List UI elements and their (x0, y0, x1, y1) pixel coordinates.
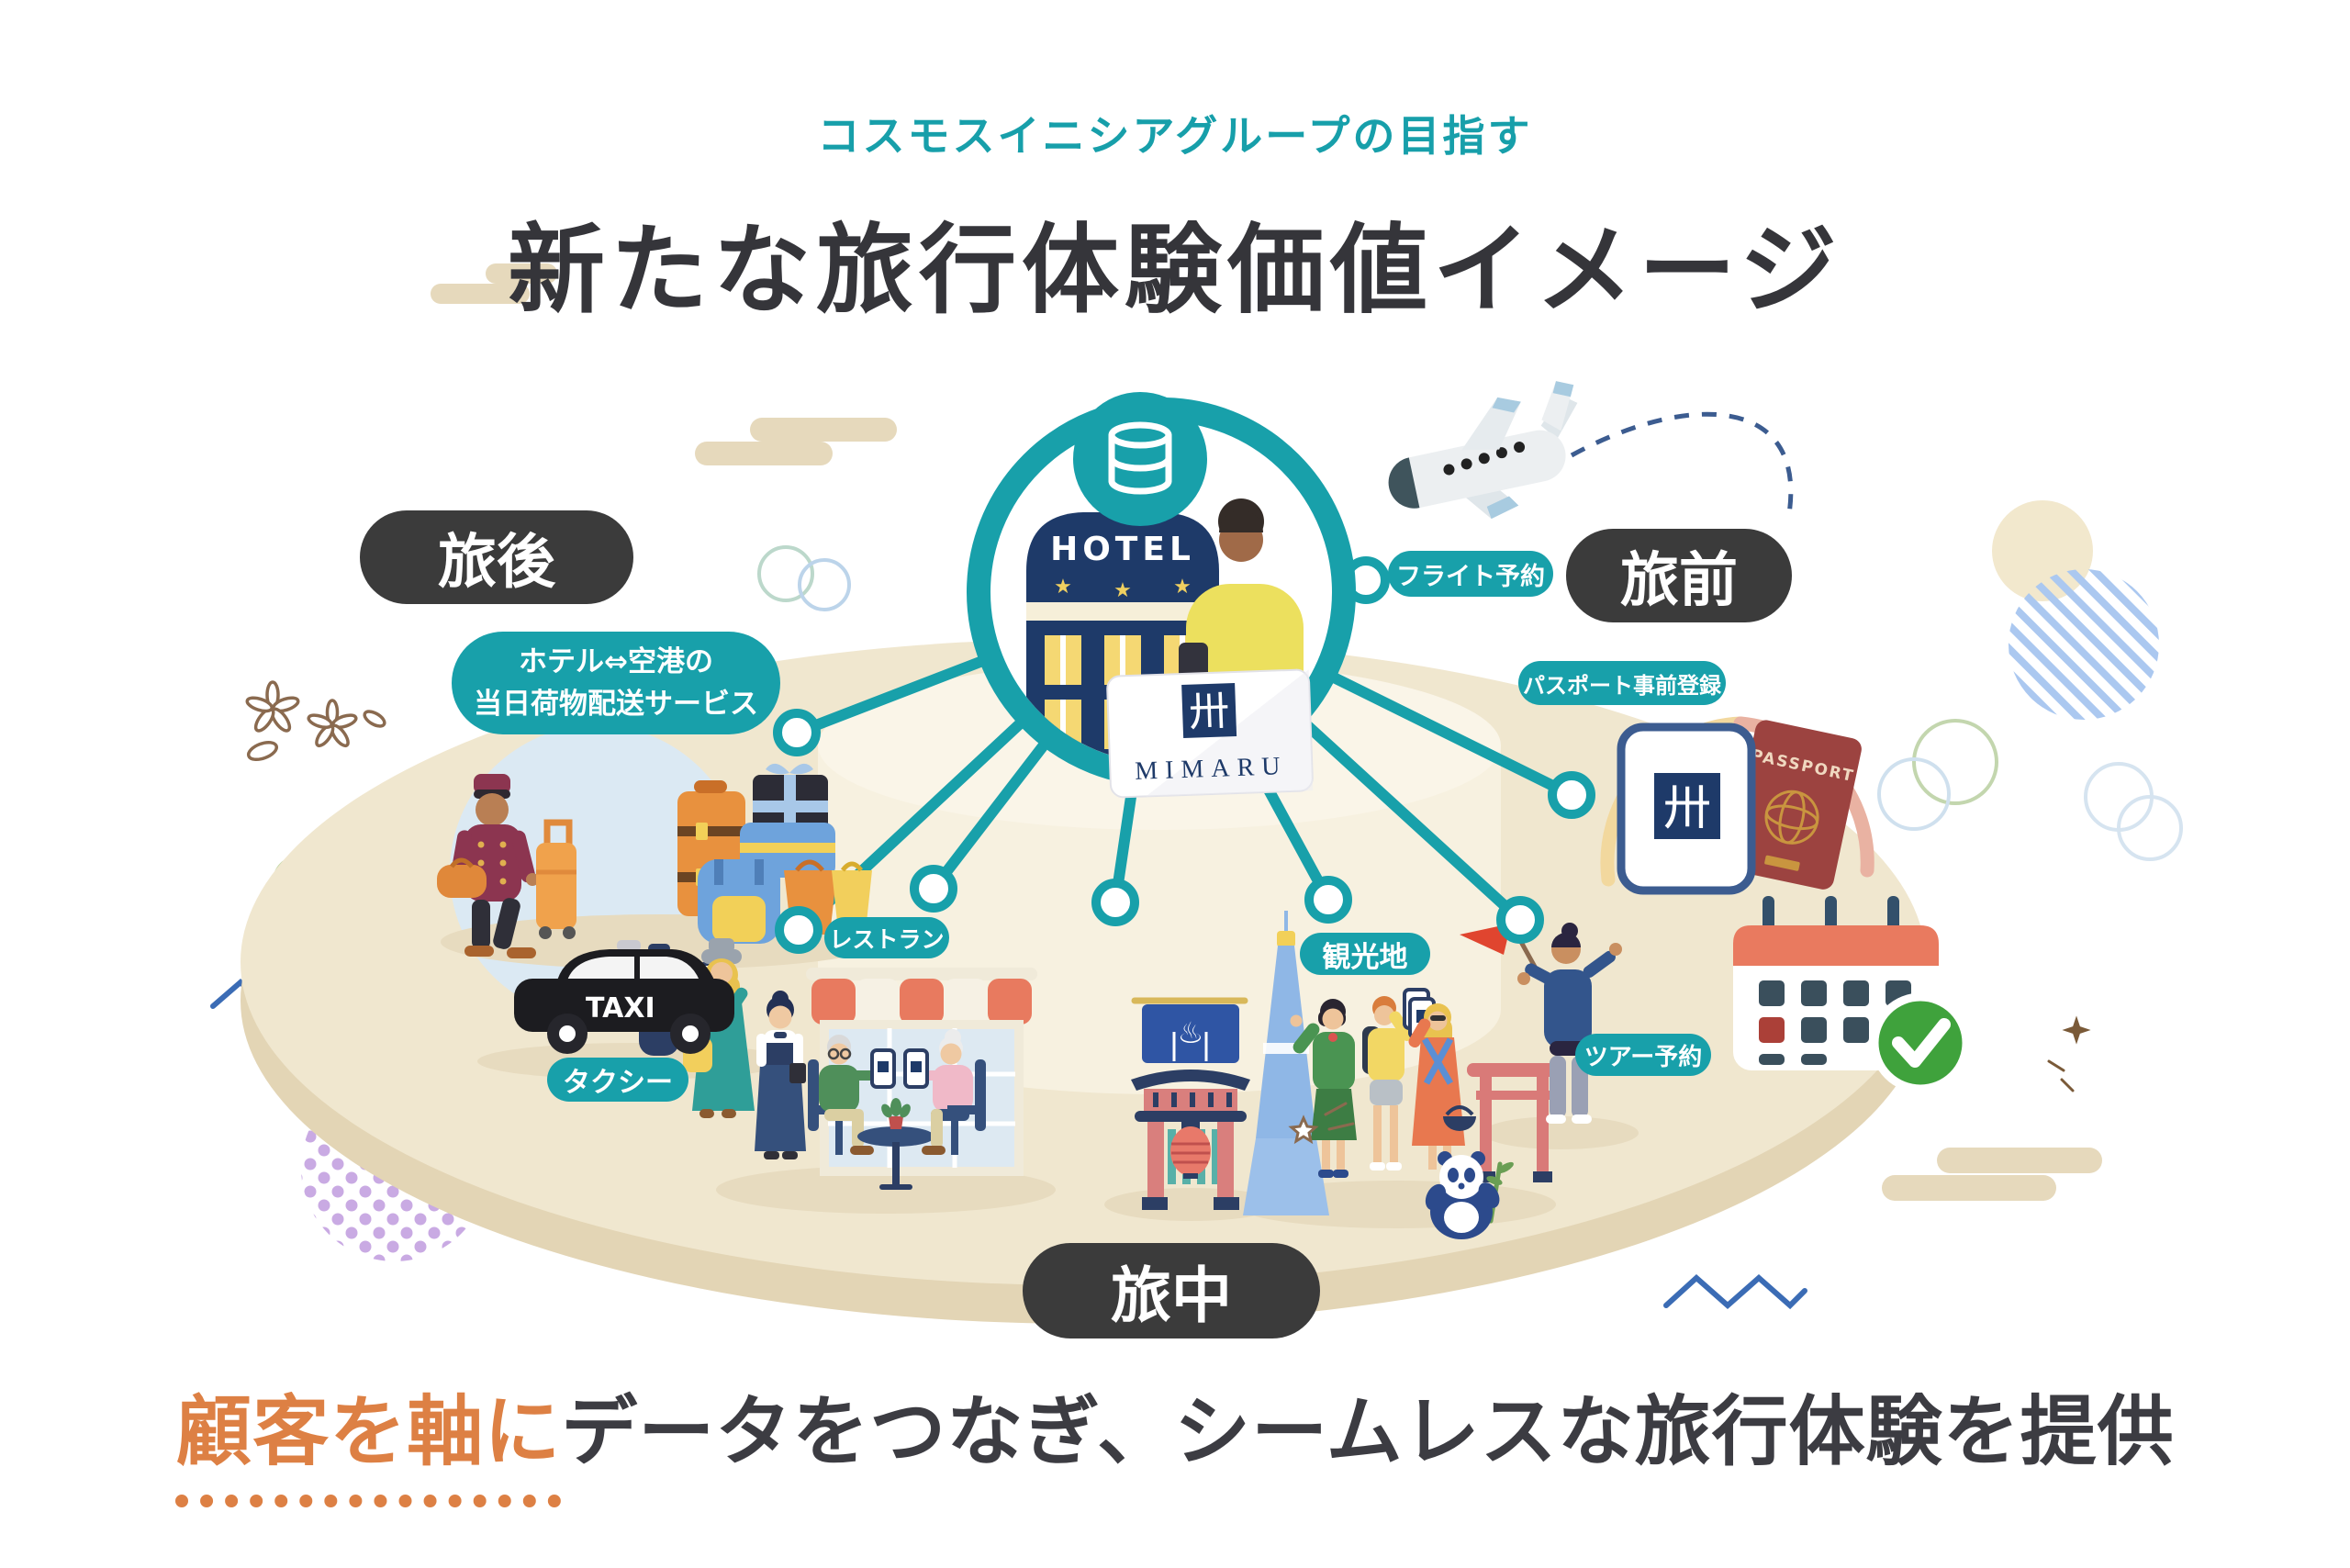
star-doodle (1288, 1102, 1355, 1145)
phase-pill-post-trip: 旅後 (360, 510, 633, 604)
flight-path-dashed (1570, 411, 1794, 521)
circles-decoration-top-right (1877, 500, 2183, 861)
airplane-illustration (1388, 381, 1578, 520)
service-label-luggage-delivery: ホテル⇔空港の 当日荷物配送サービス (452, 632, 780, 734)
svg-text:★: ★ (1113, 579, 1132, 602)
tagline-highlight: 顧客を軸に (175, 1370, 562, 1507)
taxi-sign-text: TAXI (586, 992, 655, 1025)
passport-icon: PASSPORT (1727, 720, 1862, 890)
outline-circles-left (757, 545, 851, 611)
awning-icon (811, 979, 1032, 1025)
panda-icon (1425, 1151, 1514, 1239)
tagline-rest: データをつなぎ、シームレスな旅行体験を提供 (561, 1387, 2175, 1476)
phase-pill-pre-trip: 旅前 (1566, 529, 1792, 622)
diagram-subtitle: コスモスイニシアグループの目指す (817, 111, 1533, 161)
svg-text:★: ★ (1054, 576, 1072, 599)
cloud-decoration-bottom-right (1882, 1148, 2102, 1201)
page-title: 新たな旅行体験価値イメージ (508, 214, 1842, 327)
cloud-decoration-mid-left (695, 418, 897, 465)
brand-mark-phone: 卅 (1663, 781, 1711, 836)
brand-name-text: MIMARU (1135, 752, 1288, 786)
flower-decoration (245, 680, 386, 762)
temple-gate-icon (1131, 1070, 1250, 1210)
svg-text:★: ★ (1173, 576, 1192, 599)
onsen-noren-icon: ♨ (1131, 997, 1248, 1063)
porter-luggage-illustration (437, 763, 872, 958)
service-label-restaurant: レストラン (824, 917, 949, 958)
service-label-passport-registration: パスポート事前登録 (1518, 661, 1726, 705)
torii-gate-icon (1467, 1063, 1562, 1182)
onsen-symbol-text: ♨ (1178, 1015, 1204, 1050)
phone-passport-illustration: PASSPORT 卅 (1600, 716, 1874, 895)
sparkle-decoration-right (2047, 1015, 2091, 1092)
service-label-sightseeing: 観光地 (1300, 933, 1430, 975)
database-icon (1073, 392, 1207, 526)
taxi-illustration: TAXI (514, 938, 755, 1118)
luggage-label-line1: ホテル⇔空港の (519, 644, 713, 678)
luggage-label-line2: 当日荷物配送サービス (474, 688, 758, 721)
tourist-woman-illustration (1408, 997, 1476, 1170)
tour-illustration (1460, 896, 1971, 1124)
service-label-tour-booking: ツアー予約 (1575, 1034, 1711, 1076)
phone-icon: 卅 (1617, 722, 1756, 895)
service-label-taxi: タクシー (547, 1058, 688, 1102)
phase-pill-during-trip: 旅中 (1023, 1243, 1320, 1338)
calendar-icon (1733, 896, 1971, 1093)
local-guide-illustration (1290, 999, 1357, 1178)
zigzag-decoration-right (1663, 1273, 1807, 1310)
sightseeing-illustration (1243, 911, 1562, 1239)
cloud-decoration-top-left (431, 263, 557, 304)
restaurant-illustration (755, 968, 1037, 1190)
brand-mark-card: 卅 (1188, 688, 1230, 736)
tagline: 顧客を軸にデータをつなぎ、シームレスな旅行体験を提供 (0, 1370, 2350, 1507)
hotel-sign-text: HOTEL (1050, 531, 1195, 568)
service-label-flight-booking: フライト予約 (1388, 551, 1553, 597)
connector-nodes (773, 556, 1595, 954)
central-hub: HOTEL ★ ★ ★ (967, 392, 1356, 799)
tower-icon (1243, 911, 1329, 1215)
mimaru-card: 卅 MIMARU (1106, 668, 1314, 799)
